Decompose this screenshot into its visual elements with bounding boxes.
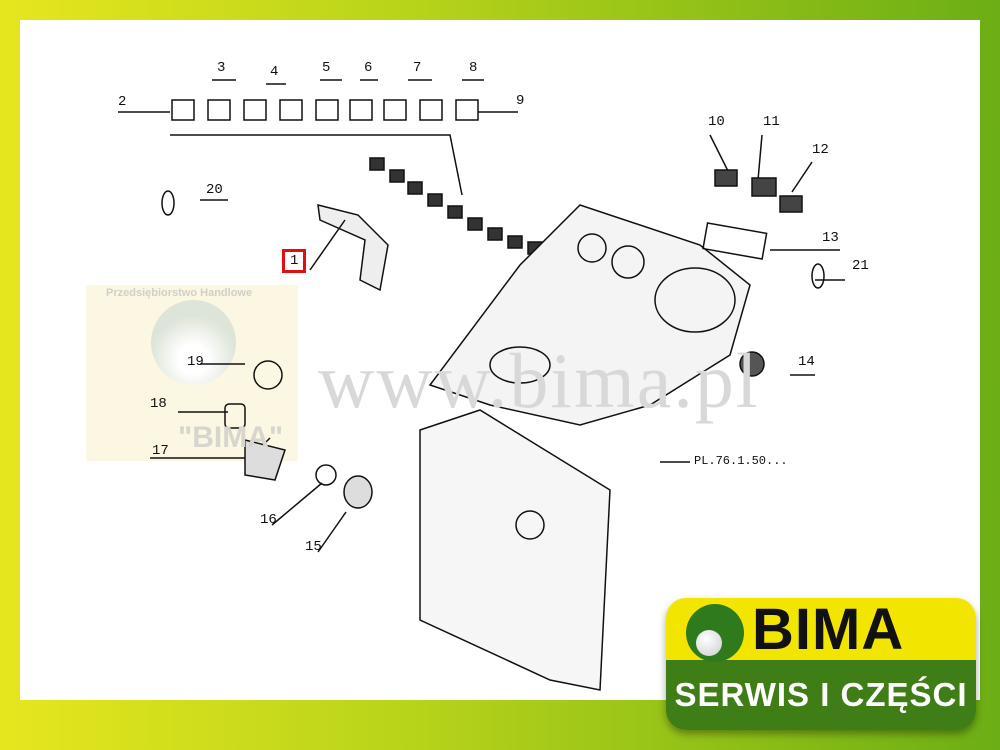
watermark: www.bima.pl: [318, 337, 760, 424]
callout-8: 8: [469, 60, 478, 76]
bima-logo: BIMA SERWIS I CZĘŚCI: [666, 598, 976, 730]
callout-2: 2: [118, 94, 127, 110]
callout-16: 16: [260, 512, 277, 528]
callout-5: 5: [322, 60, 331, 76]
callout-10: 10: [708, 114, 725, 130]
callout-4: 4: [270, 64, 279, 80]
callout-18: 18: [150, 396, 167, 412]
callout-14: 14: [798, 354, 815, 370]
callout-12: 12: [812, 142, 829, 158]
callout-11: 11: [763, 114, 780, 130]
callout-20: 20: [206, 182, 223, 198]
callout-17: 17: [152, 443, 169, 459]
stamp-text: Przedsiębiorstwo Handlowe: [106, 287, 253, 299]
callout-7: 7: [413, 60, 422, 76]
callout-15: 15: [305, 539, 322, 555]
callout-9: 9: [516, 93, 525, 109]
stamp-name: "BIMA": [178, 421, 284, 454]
logo-ball-icon: [686, 604, 744, 662]
callout-3: 3: [217, 60, 226, 76]
callout-19: 19: [187, 354, 204, 370]
logo-name: BIMA: [752, 598, 905, 662]
reference-text: PL.76.1.50...: [694, 454, 788, 468]
callout-6: 6: [364, 60, 373, 76]
company-stamp: [86, 285, 298, 461]
callout-21: 21: [852, 258, 869, 274]
indicator-lamps: [171, 99, 479, 121]
logo-tagline: SERWIS I CZĘŚCI: [666, 660, 976, 730]
callout-1-highlighted[interactable]: 1: [282, 249, 307, 273]
callout-13: 13: [822, 230, 839, 246]
